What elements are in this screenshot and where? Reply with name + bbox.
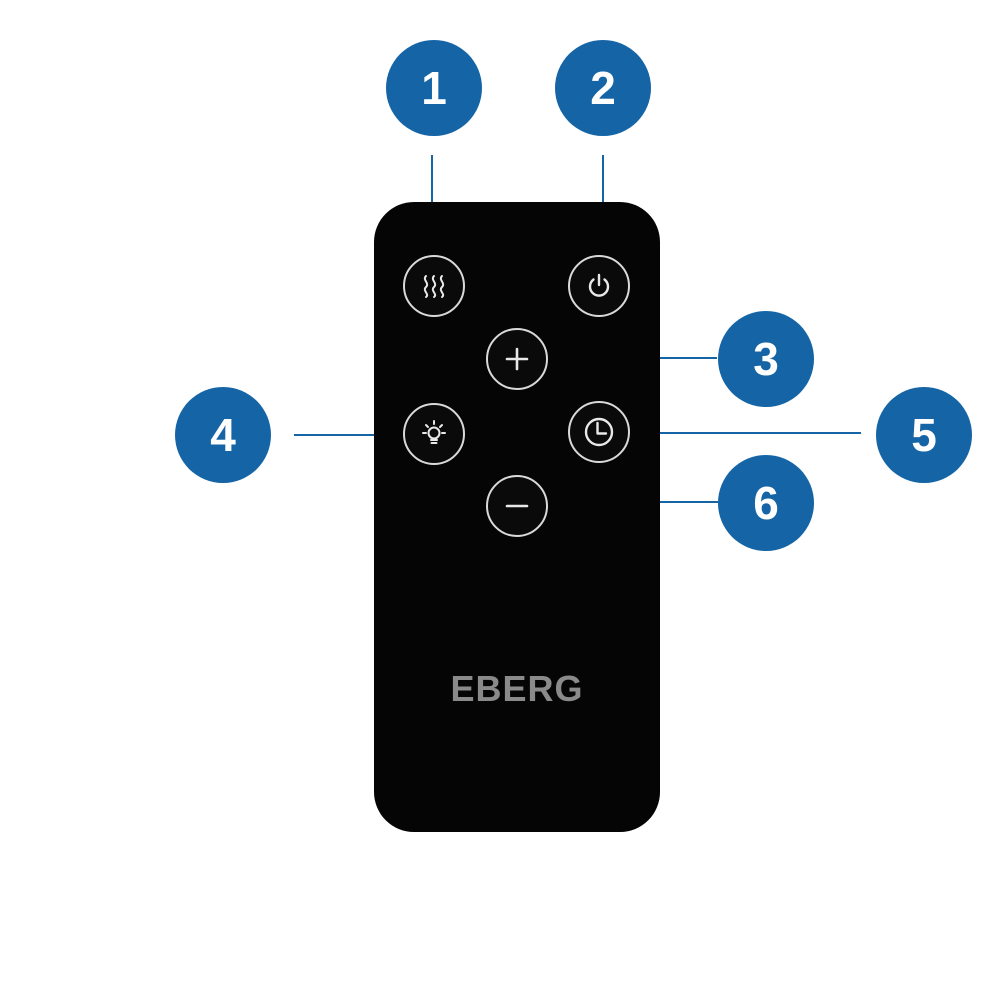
light-bulb-icon	[422, 420, 446, 444]
leader-line-1	[431, 155, 433, 227]
power-icon	[588, 273, 610, 297]
callout-badge-2: 2	[555, 40, 651, 136]
callout-badge-1: 1	[386, 40, 482, 136]
plus-button[interactable]	[486, 328, 548, 390]
minus-button[interactable]	[486, 475, 548, 537]
callout-badge-4: 4	[175, 387, 271, 483]
heat-button[interactable]	[403, 255, 465, 317]
brand-logo: EBERG	[450, 668, 584, 709]
light-button[interactable]	[403, 403, 465, 465]
callout-badge-3: 3	[718, 311, 814, 407]
heat-waves-icon	[423, 275, 445, 298]
leader-line-5	[653, 432, 861, 434]
clock-icon	[584, 417, 614, 447]
plus-icon	[505, 347, 529, 371]
leader-line-4	[294, 434, 390, 436]
callout-badge-6: 6	[718, 455, 814, 551]
callout-badge-5: 5	[876, 387, 972, 483]
timer-button[interactable]	[568, 401, 630, 463]
minus-icon	[505, 504, 529, 508]
power-button[interactable]	[568, 255, 630, 317]
leader-line-2	[602, 155, 604, 227]
